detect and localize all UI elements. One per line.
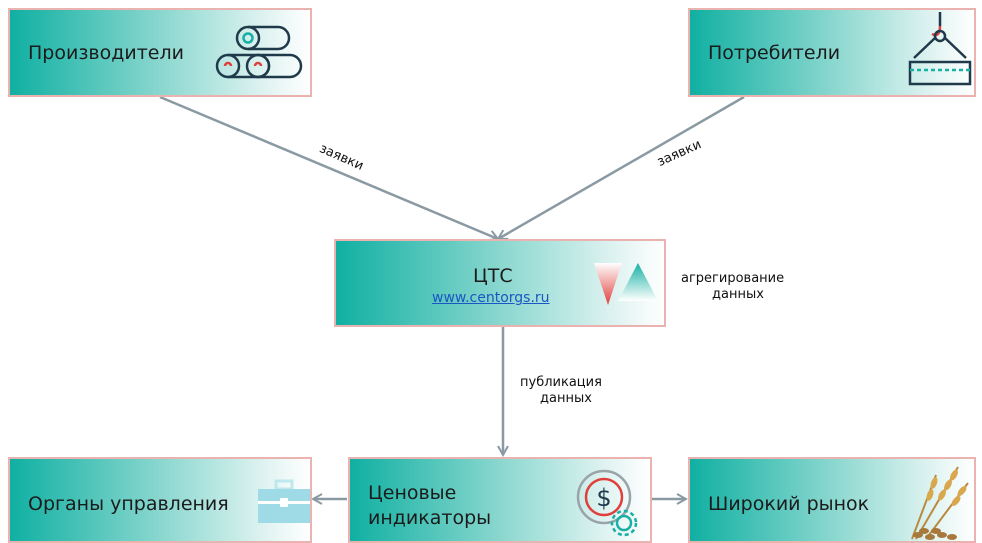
node-cts: ЦТС www.centorgs.ru <box>334 239 666 327</box>
node-consumers: Потребители <box>688 8 976 97</box>
node-price-indicators: Ценовые индикаторы $ <box>348 457 652 543</box>
node-government: Органы управления <box>8 457 312 543</box>
node-producers: Производители <box>8 8 312 97</box>
edge-label-publication-line2: данных <box>540 391 592 406</box>
cts-label: ЦТС <box>473 265 513 287</box>
arrow-consumers-to-cts <box>498 95 745 241</box>
svg-text:$: $ <box>596 484 611 512</box>
consumers-label: Потребители <box>708 42 841 64</box>
cts-website-link[interactable]: www.centorgs.ru <box>432 290 550 306</box>
node-wide-market: Широкий рынок <box>688 457 976 543</box>
wheat-icon <box>911 466 969 540</box>
pipes-icon <box>215 25 303 79</box>
producers-label: Производители <box>28 42 184 64</box>
indicators-label-line1: Ценовые <box>368 482 457 504</box>
edge-label-publication-line1: публикация <box>520 375 602 390</box>
dollar-gear-icon: $ <box>576 469 638 537</box>
market-label: Широкий рынок <box>708 493 870 515</box>
edge-label-aggregation-line2: данных <box>712 287 764 302</box>
briefcase-icon <box>258 479 310 523</box>
indicators-label-line2: индикаторы <box>368 507 492 529</box>
government-label: Органы управления <box>28 493 229 515</box>
crane-icon <box>908 12 972 86</box>
arrow-producers-to-cts <box>159 95 498 239</box>
edge-label-aggregation-line1: агрегирование <box>681 271 785 286</box>
logo-triangles-icon <box>594 263 658 305</box>
